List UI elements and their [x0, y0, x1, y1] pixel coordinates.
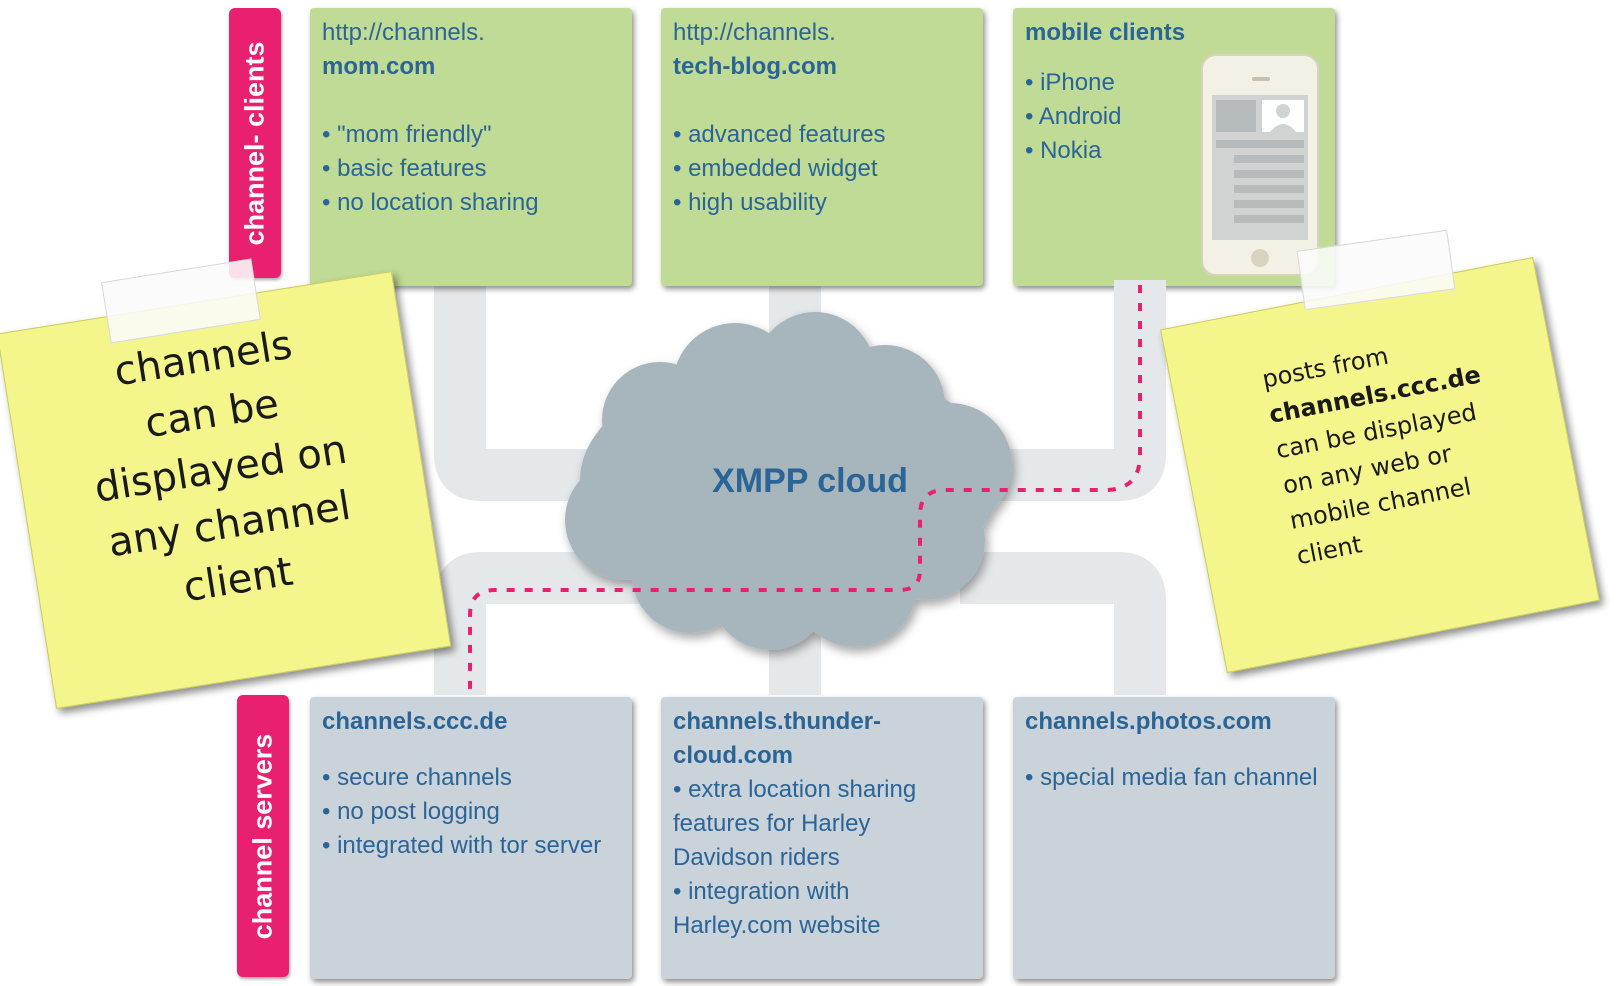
connector-client-1 — [434, 280, 640, 501]
list-item: "mom friendly" — [322, 118, 620, 152]
server-box-ccc: channels.ccc.de secure channels no post … — [310, 697, 632, 979]
server-box-thunder-cloud: channels.thunder-cloud.com extra locatio… — [661, 697, 983, 979]
xmpp-cloud-label: XMPP cloud — [712, 462, 908, 500]
channel-servers-label-text: channel servers — [247, 733, 278, 939]
client-box-mom: http://channels. mom.com "mom friendly" … — [310, 8, 632, 286]
channel-clients-label-text: channel- clients — [239, 40, 270, 246]
connector-server-1 — [434, 552, 640, 695]
list-item: no location sharing — [322, 186, 620, 220]
channel-clients-label: channel- clients — [229, 8, 281, 278]
client-title: mom.com — [322, 53, 436, 80]
server-title: channels.thunder-cloud.com — [673, 708, 882, 769]
xmpp-cloud — [565, 312, 1012, 650]
list-item: integrated with tor server — [322, 829, 620, 863]
client-title: tech-blog.com — [673, 53, 838, 80]
list-item: no post logging — [322, 795, 620, 829]
server-feature-list: special media fan channel — [1025, 761, 1323, 795]
list-item: special media fan channel — [1025, 761, 1323, 795]
client-feature-list: iPhone Android Nokia — [1025, 66, 1323, 168]
server-feature-list: secure channels no post logging integrat… — [322, 761, 620, 863]
server-title: channels.photos.com — [1025, 708, 1272, 735]
list-item: Android — [1025, 100, 1323, 134]
list-item: iPhone — [1025, 66, 1323, 100]
list-item: advanced features — [673, 118, 971, 152]
list-item: high usability — [673, 186, 971, 220]
list-item: extra location sharing features for Harl… — [673, 773, 971, 875]
client-feature-list: advanced features embedded widget high u… — [673, 118, 971, 220]
list-item: Nokia — [1025, 134, 1323, 168]
server-title: channels.ccc.de — [322, 708, 508, 735]
list-item: integration with Harley.com website — [673, 875, 971, 943]
list-item: basic features — [322, 152, 620, 186]
dotted-route — [468, 285, 1142, 690]
connector-client-3 — [970, 280, 1166, 501]
client-url-prefix: http://channels. — [673, 19, 836, 46]
connector-server-3 — [960, 552, 1166, 695]
server-feature-list: extra location sharing features for Harl… — [673, 773, 971, 943]
list-item: secure channels — [322, 761, 620, 795]
client-box-mobile: mobile clients iPhone Android Nokia — [1013, 8, 1335, 286]
sticky-note-right: posts from channels.ccc.de can be displa… — [1160, 256, 1600, 674]
channel-servers-label: channel servers — [237, 695, 289, 977]
connector-lines — [434, 280, 1166, 695]
sticky-note-left: channels can be displayed on any channel… — [0, 271, 452, 709]
list-item: embedded widget — [673, 152, 971, 186]
client-url-prefix: http://channels. — [322, 19, 485, 46]
client-feature-list: "mom friendly" basic features no locatio… — [322, 118, 620, 220]
server-box-photos: channels.photos.com special media fan ch… — [1013, 697, 1335, 979]
client-box-tech-blog: http://channels. tech-blog.com advanced … — [661, 8, 983, 286]
client-title: mobile clients — [1025, 19, 1186, 46]
